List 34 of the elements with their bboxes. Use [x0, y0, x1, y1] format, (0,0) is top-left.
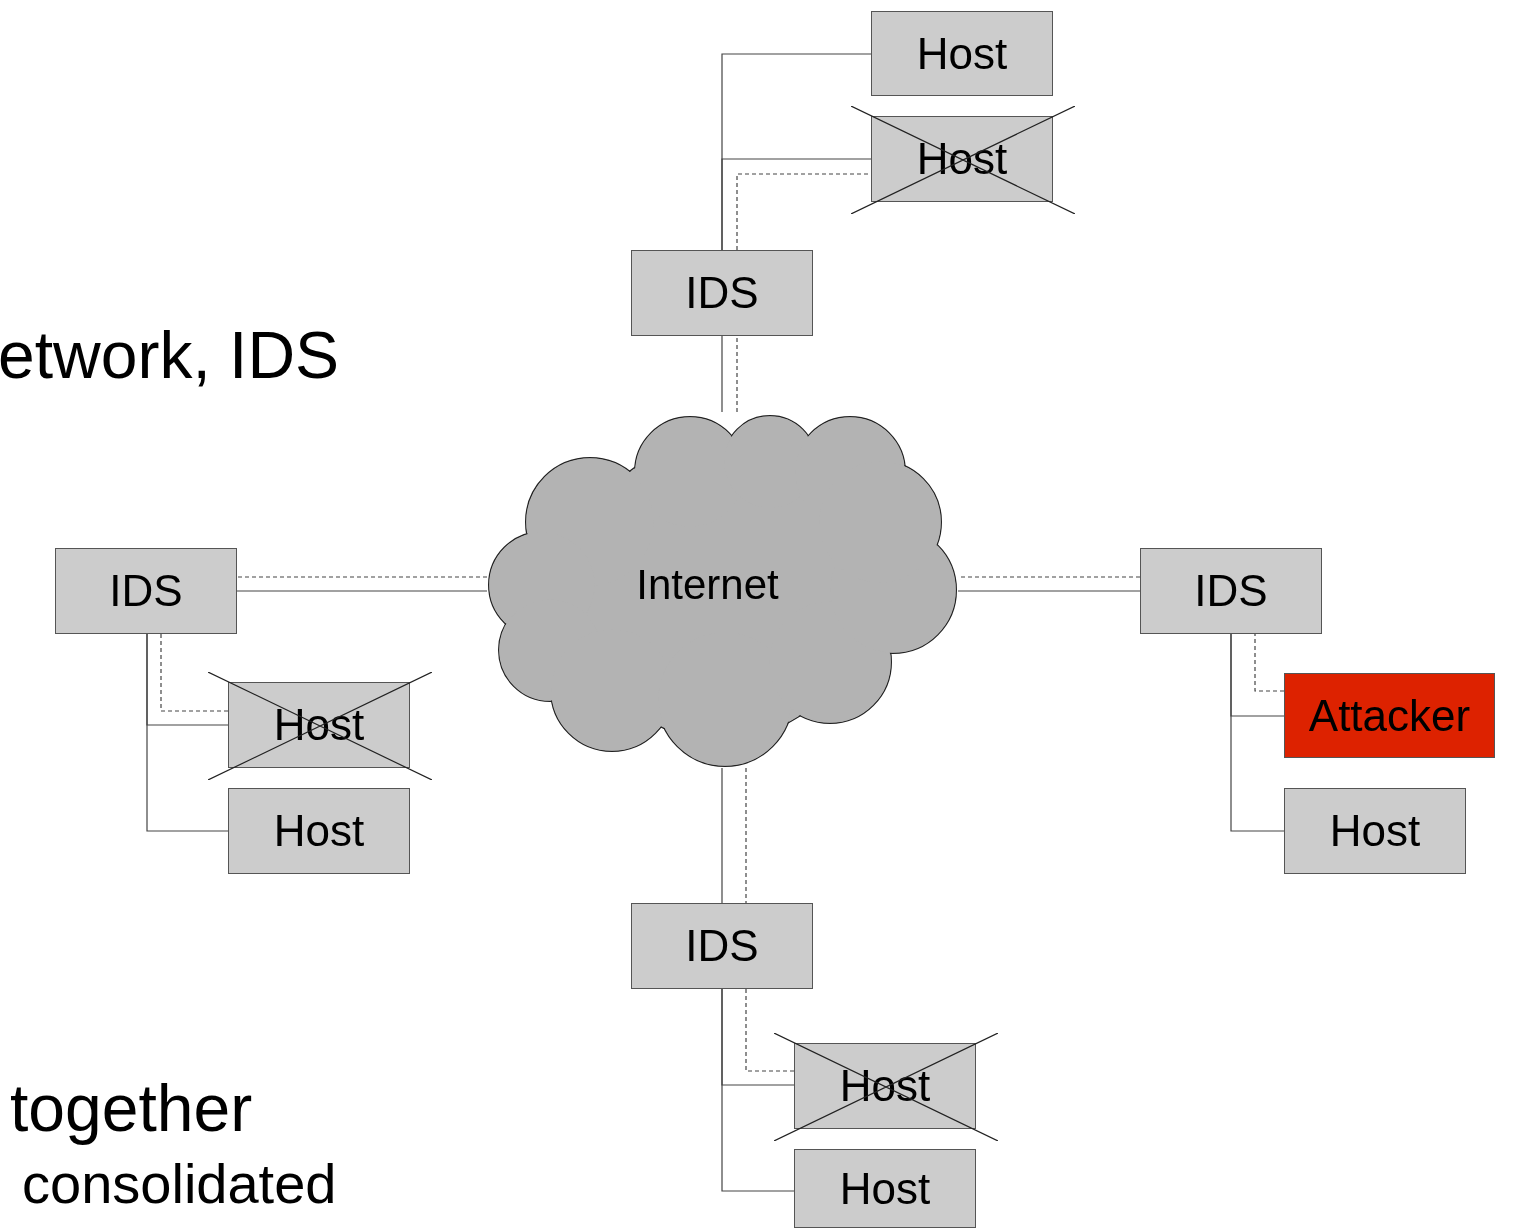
connector-line: [236, 590, 488, 592]
attacker-box: [1284, 673, 1495, 758]
dashed-connector: [236, 576, 488, 578]
node-label: Host: [916, 31, 1008, 76]
host-box: [794, 1149, 976, 1228]
connector-line: [721, 988, 795, 1192]
node-label: Host: [273, 809, 365, 853]
connector-line: [957, 590, 1141, 592]
connector-line: [721, 335, 723, 413]
host-box: [631, 903, 813, 989]
connector-line: [146, 633, 229, 832]
node-label: IDS: [1194, 569, 1268, 613]
node-label: IDS: [109, 569, 183, 613]
host-box: [1284, 788, 1466, 874]
node-label: Host: [1329, 809, 1421, 853]
dashed-connector: [745, 767, 747, 904]
node-label: IDS: [685, 924, 759, 968]
slide-text: consolidated: [22, 1156, 337, 1212]
dashed-connector: [160, 633, 229, 712]
connector-line: [1230, 633, 1285, 832]
host-box: [228, 788, 410, 874]
connector-line: [721, 767, 723, 904]
dashed-connector: [1254, 633, 1285, 692]
node-label: IDS: [685, 271, 759, 315]
slide-text: etwork, IDS: [0, 322, 340, 388]
node-label: Attacker: [1308, 693, 1471, 738]
node-label: Host: [839, 1166, 931, 1211]
connector-line: [721, 158, 872, 251]
host-box: [1140, 548, 1322, 634]
dashed-connector: [736, 335, 738, 413]
host-box: [55, 548, 237, 634]
dashed-connector: [745, 988, 795, 1072]
host-box: [631, 250, 813, 336]
host-box: [871, 11, 1053, 96]
